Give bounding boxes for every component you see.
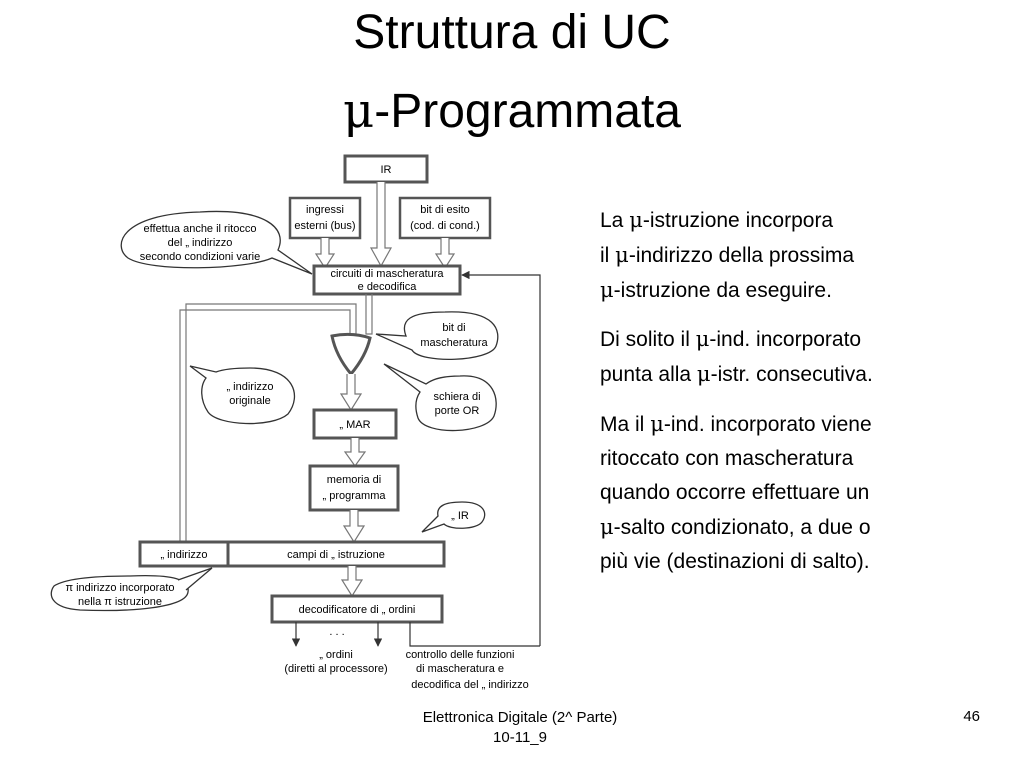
or-to-mar-arrow [339, 374, 363, 412]
control-label-3: decodifica del „ indirizzo [411, 679, 528, 691]
or-array-callout-line-1: schiera di [433, 391, 480, 403]
embedded-address-callout: π indirizzo incorporato nella π istruzio… [50, 567, 213, 612]
commands-label-2: (diretti al processore) [284, 663, 387, 675]
mask-bits-callout-line-1: bit di [442, 322, 465, 334]
or-gate-array [330, 332, 372, 377]
masking-circuits-label-1: circuiti di mascheratura [330, 268, 444, 280]
program-memory-label-1: memoria di [327, 474, 381, 486]
ir-box: IR [343, 154, 429, 184]
p2-line-2: punta alla μ-istr. consecutiva. [600, 362, 873, 386]
external-inputs-arrow [314, 238, 336, 270]
ir-callout: „ IR [421, 501, 486, 533]
condition-bits-box: bit di esito (cod. di cond.) [398, 196, 492, 240]
instruction-fields-box: campi di „ istruzione [226, 540, 446, 568]
p1-line-2: il μ-indirizzo della prossima [600, 243, 855, 267]
ir-callout-label: „ IR [451, 510, 469, 522]
ir-hollow-arrow [369, 182, 393, 268]
control-label-1: controllo delle funzioni [406, 649, 515, 661]
ir-label: IR [381, 164, 392, 176]
feedback-loop-line [461, 270, 541, 646]
p3-line-5: più vie (destinazioni di salto). [600, 550, 870, 573]
p1-line-1: La μ-istruzione incorpora [600, 208, 834, 232]
footer-line-2: 10-11_9 [493, 729, 547, 746]
p1-line-3: μ-istruzione da eseguire. [600, 278, 832, 302]
slide-title-line2: μ-Programmata [0, 84, 1024, 139]
instruction-fields-label: campi di „ istruzione [287, 549, 385, 561]
page-number: 46 [963, 708, 980, 725]
condition-bits-arrow [434, 238, 456, 270]
memory-to-ir-arrow [342, 510, 366, 544]
commands-label-1: „ ordini [319, 649, 353, 661]
mask-bits-callout-line-2: mascheratura [420, 337, 488, 349]
fields-to-decoder-arrow [340, 566, 364, 598]
command-dots: . . . [329, 626, 344, 638]
original-address-callout: „ indirizzo originale [189, 365, 296, 425]
control-label-2: di mascheratura e [416, 663, 504, 675]
masking-circuits-label-2: e decodifica [358, 281, 418, 293]
address-field-label: „ indirizzo [160, 549, 207, 561]
or-array-callout: schiera di porte OR [383, 363, 497, 432]
retouch-callout-line-2: del „ indirizzo [168, 237, 233, 249]
decoder-box: decodificatore di „ ordini [270, 594, 444, 624]
retouch-callout-line-3: secondo condizioni varie [140, 251, 260, 263]
mask-bits-callout: bit di mascheratura [375, 311, 499, 361]
paragraph-3: Ma il μ-ind. incorporato viene ritoccato… [600, 407, 1010, 579]
embedded-address-callout-line-2: nella π istruzione [78, 596, 162, 608]
retouch-callout: effettua anche il ritocco del „ indirizz… [120, 210, 313, 275]
retouch-callout-line-1: effettua anche il ritocco [144, 223, 257, 235]
slide-title-line1: Struttura di UC [353, 6, 671, 59]
condition-bits-label-2: (cod. di cond.) [410, 220, 480, 232]
mu-symbol: μ [343, 83, 375, 139]
title-suffix: -Programmata [374, 85, 681, 138]
mar-label: „ MAR [339, 419, 370, 431]
program-memory-label-2: „ programma [323, 490, 387, 502]
paragraph-1: La μ-istruzione incorpora il μ-indirizzo… [600, 203, 1010, 308]
mar-box: „ MAR [312, 408, 398, 440]
external-inputs-label-2: esterni (bus) [294, 220, 355, 232]
masking-circuits-box: circuiti di mascheratura e decodifica [312, 264, 462, 296]
original-address-callout-line-1: „ indirizzo [226, 381, 273, 393]
original-address-callout-line-2: originale [229, 395, 271, 407]
external-inputs-label-1: ingressi [306, 204, 344, 216]
p2-line-1: Di solito il μ-ind. incorporato [600, 327, 862, 351]
footer-line-1: Elettronica Digitale (2^ Parte) [422, 709, 618, 726]
mar-to-memory-arrow [343, 438, 367, 468]
or-array-callout-line-2: porte OR [435, 405, 480, 417]
embedded-address-callout-line-1: π indirizzo incorporato [65, 582, 174, 594]
address-field-box: „ indirizzo [138, 540, 230, 568]
paragraph-2: Di solito il μ-ind. incorporato punta al… [600, 322, 1010, 392]
slide-footer: Elettronica Digitale (2^ Parte) 10-11_9 [380, 708, 660, 748]
decoder-label: decodificatore di „ ordini [299, 604, 416, 616]
external-inputs-box: ingressi esterni (bus) [288, 196, 362, 240]
p3-line-2: ritoccato con mascheratura [600, 447, 854, 470]
p3-line-1: Ma il μ-ind. incorporato viene [600, 412, 872, 436]
control-unit-diagram: IR ingressi esterni (bus) bit di esito (… [50, 154, 541, 691]
condition-bits-label-1: bit di esito [420, 204, 470, 216]
program-memory-box: memoria di „ programma [308, 464, 400, 512]
control-line [409, 622, 540, 647]
p3-line-3: quando occorre effettuare un [600, 481, 870, 504]
mask-bits-path [365, 294, 373, 335]
p3-line-4: μ-salto condizionato, a due o [600, 515, 871, 539]
